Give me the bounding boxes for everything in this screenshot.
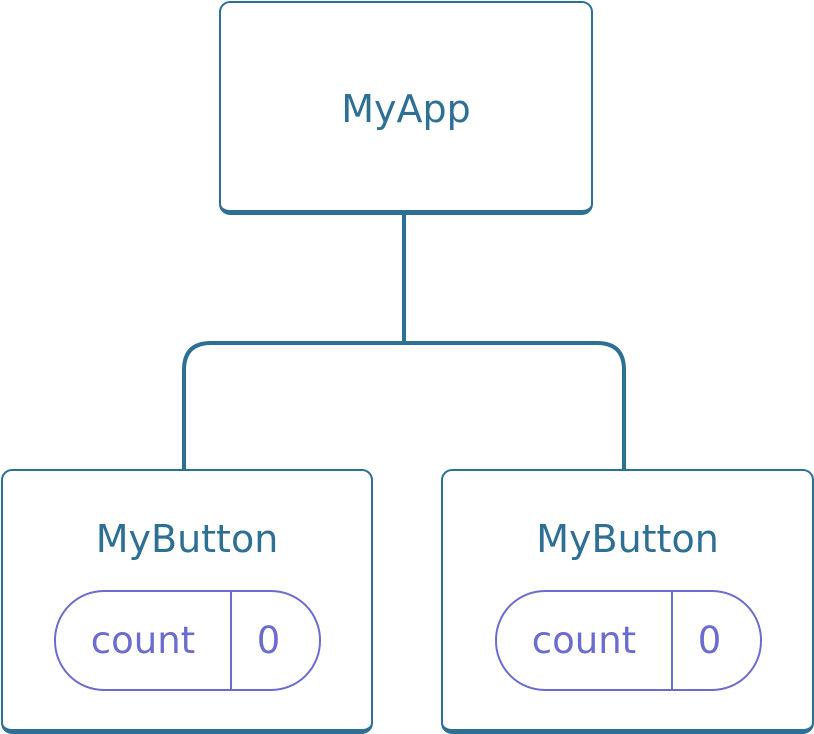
state-value: 0	[256, 619, 281, 662]
connector-branch	[182, 341, 626, 471]
state-value: 0	[697, 619, 722, 662]
state-name: count	[90, 619, 196, 662]
state-divider	[671, 592, 673, 689]
state-pill: count 0	[495, 590, 762, 691]
component-label: MyButton	[95, 517, 279, 561]
component-label: MyButton	[536, 517, 719, 561]
component-node-mybutton-right: MyButton count 0	[441, 469, 814, 734]
component-label: MyApp	[341, 87, 471, 131]
component-node-myapp: MyApp	[219, 1, 593, 215]
state-name: count	[531, 619, 637, 662]
state-divider	[230, 592, 232, 689]
component-node-mybutton-left: MyButton count 0	[1, 469, 373, 734]
state-pill: count 0	[54, 590, 321, 691]
